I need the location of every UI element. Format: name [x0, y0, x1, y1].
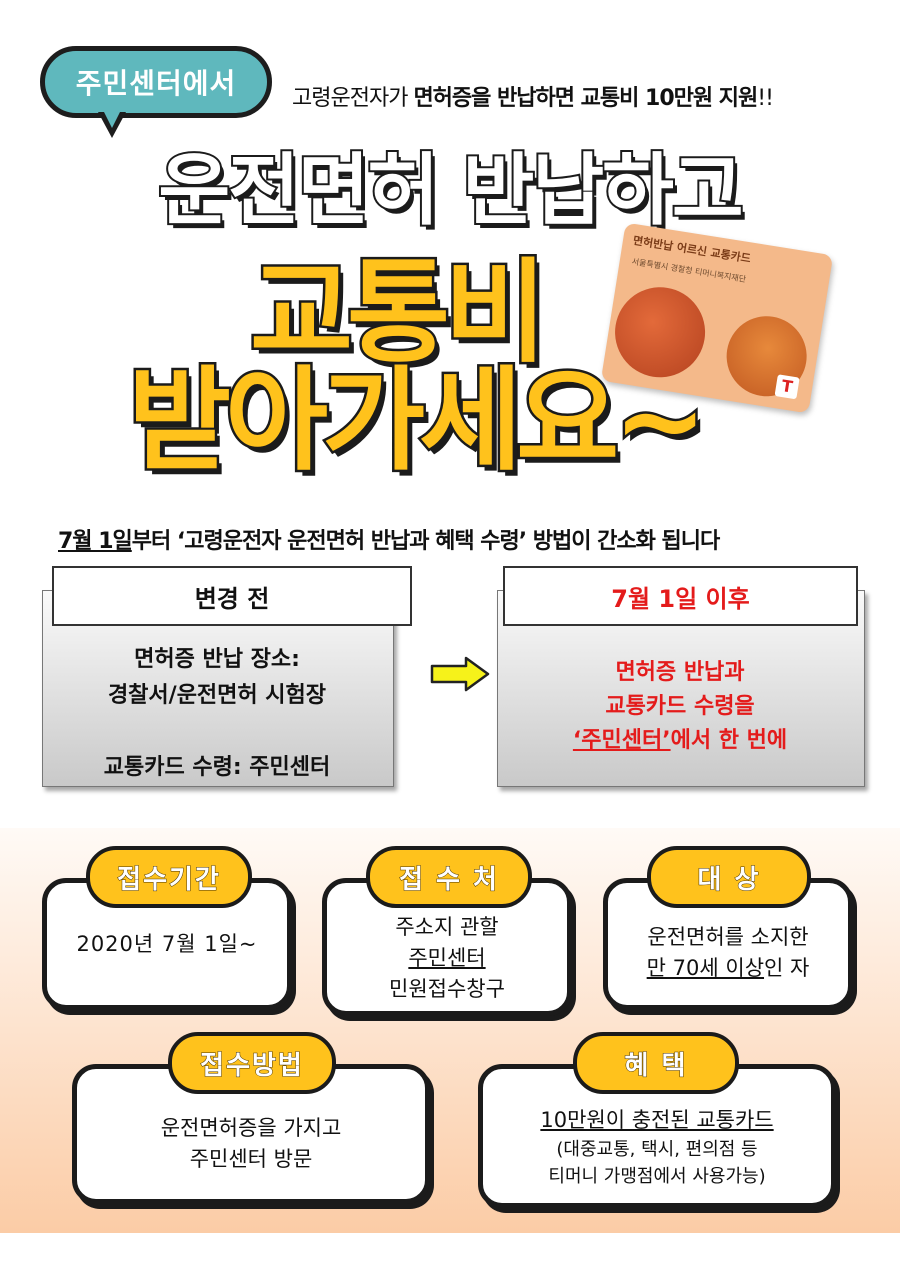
- headline-line2: 교통비: [247, 246, 549, 381]
- subheadline: 고령운전자가 면허증을 반납하면 교통비 10만원 지원!!: [292, 86, 774, 111]
- after-body: 면허증 반납과 교통카드 수령을 ‘주민센터’에서 한 번에: [572, 660, 788, 753]
- method-label: 접수방법: [168, 1032, 336, 1094]
- tmoney-logo-icon: T: [774, 374, 800, 400]
- benefit-label: 혜 택: [573, 1032, 739, 1094]
- target-label: 대 상: [647, 846, 811, 908]
- headline-line1: 운전면허 반납하고: [156, 144, 745, 238]
- before-body: 면허증 반납 장소: 경찰서/운전면허 시험장 교통카드 수령: 주민센터: [103, 647, 331, 780]
- method-box: 운전면허증을 가지고 주민센터 방문: [72, 1064, 430, 1204]
- autumn-tree-icon: [720, 310, 813, 402]
- speech-bubble: 주민센터에서: [40, 46, 272, 118]
- before-title: 변경 전: [52, 566, 412, 626]
- target-box: 운전면허를 소지한 만 70세 이상인 자: [603, 878, 853, 1010]
- headline-line3: 받아가세요~: [125, 354, 709, 489]
- change-notice: 7월 1일부터 ‘고령운전자 운전면허 반납과 혜택 수령’ 방법이 간소화 됩…: [58, 529, 720, 554]
- arrow-right-icon: [430, 656, 490, 692]
- period-label: 접수기간: [86, 846, 252, 908]
- bubble-text: 주민센터에서: [75, 67, 237, 100]
- place-box: 주소지 관할 주민센터 민원접수창구: [322, 878, 572, 1016]
- place-label: 접 수 처: [366, 846, 532, 908]
- after-title: 7월 1일 이후: [503, 566, 858, 626]
